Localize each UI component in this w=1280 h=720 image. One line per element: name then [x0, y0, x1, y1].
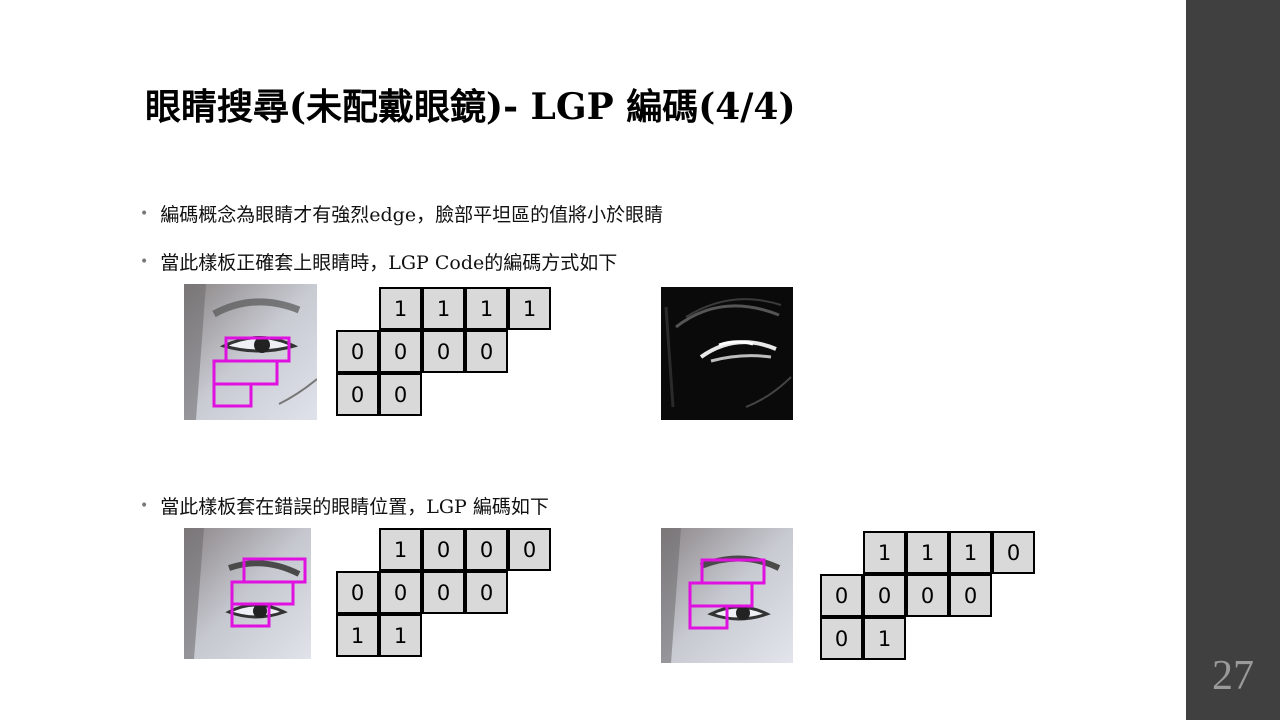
bullet-item: • 當此樣板正確套上眼睛時，LGP Code的編碼方式如下 [140, 248, 617, 275]
bullet-item: • 當此樣板套在錯誤的眼睛位置，LGP 編碼如下 [140, 492, 549, 519]
code-cell: 0 [465, 571, 508, 614]
lgp-code-grid-wrong-1: 1 0 0 0 0 0 0 0 1 1 [336, 528, 552, 659]
code-cell: 0 [992, 531, 1035, 574]
code-cell: 1 [863, 617, 906, 660]
eye-photo-wrong-2 [661, 528, 793, 663]
slide-title: 眼睛搜尋(未配戴眼鏡)- LGP 編碼(4/4) [145, 86, 796, 128]
code-cell: 1 [422, 287, 465, 330]
bullet-text: 當此樣板套在錯誤的眼睛位置，LGP 編碼如下 [160, 496, 549, 518]
sidebar-bar [1186, 0, 1280, 720]
code-cell: 0 [422, 528, 465, 571]
lgp-code-grid-correct: 1 1 1 1 0 0 0 0 0 0 [336, 287, 552, 418]
code-cell: 0 [336, 330, 379, 373]
bullet-dot-icon: • [140, 205, 149, 222]
code-cell: 0 [422, 571, 465, 614]
code-cell: 1 [379, 528, 422, 571]
code-cell: 1 [336, 614, 379, 657]
code-cell: 1 [379, 287, 422, 330]
bullet-text: 編碼概念為眼睛才有強烈edge，臉部平坦區的值將小於眼睛 [160, 204, 664, 226]
code-cell: 1 [465, 287, 508, 330]
bullet-text: 當此樣板正確套上眼睛時，LGP Code的編碼方式如下 [160, 252, 618, 274]
code-cell: 1 [508, 287, 551, 330]
code-cell: 0 [422, 330, 465, 373]
code-cell: 0 [863, 574, 906, 617]
code-cell: 1 [379, 614, 422, 657]
code-cell: 0 [336, 571, 379, 614]
code-cell: 0 [336, 373, 379, 416]
code-cell: 0 [379, 330, 422, 373]
edge-map-image [661, 287, 793, 420]
code-cell: 0 [379, 571, 422, 614]
code-cell: 1 [949, 531, 992, 574]
code-cell: 0 [379, 373, 422, 416]
lgp-code-grid-wrong-2: 1 1 1 0 0 0 0 0 0 1 [820, 531, 1036, 662]
code-cell: 1 [906, 531, 949, 574]
code-cell: 0 [820, 617, 863, 660]
code-cell: 0 [465, 528, 508, 571]
bullet-dot-icon: • [140, 253, 149, 270]
code-cell: 0 [949, 574, 992, 617]
code-cell: 0 [465, 330, 508, 373]
page-number: 27 [1212, 653, 1254, 699]
eye-photo-wrong-1 [184, 528, 311, 659]
code-cell: 0 [508, 528, 551, 571]
code-cell: 0 [820, 574, 863, 617]
eye-photo-correct [184, 284, 317, 420]
code-cell: 0 [906, 574, 949, 617]
bullet-dot-icon: • [140, 497, 149, 514]
code-cell: 1 [863, 531, 906, 574]
bullet-item: • 編碼概念為眼睛才有強烈edge，臉部平坦區的值將小於眼睛 [140, 200, 663, 227]
